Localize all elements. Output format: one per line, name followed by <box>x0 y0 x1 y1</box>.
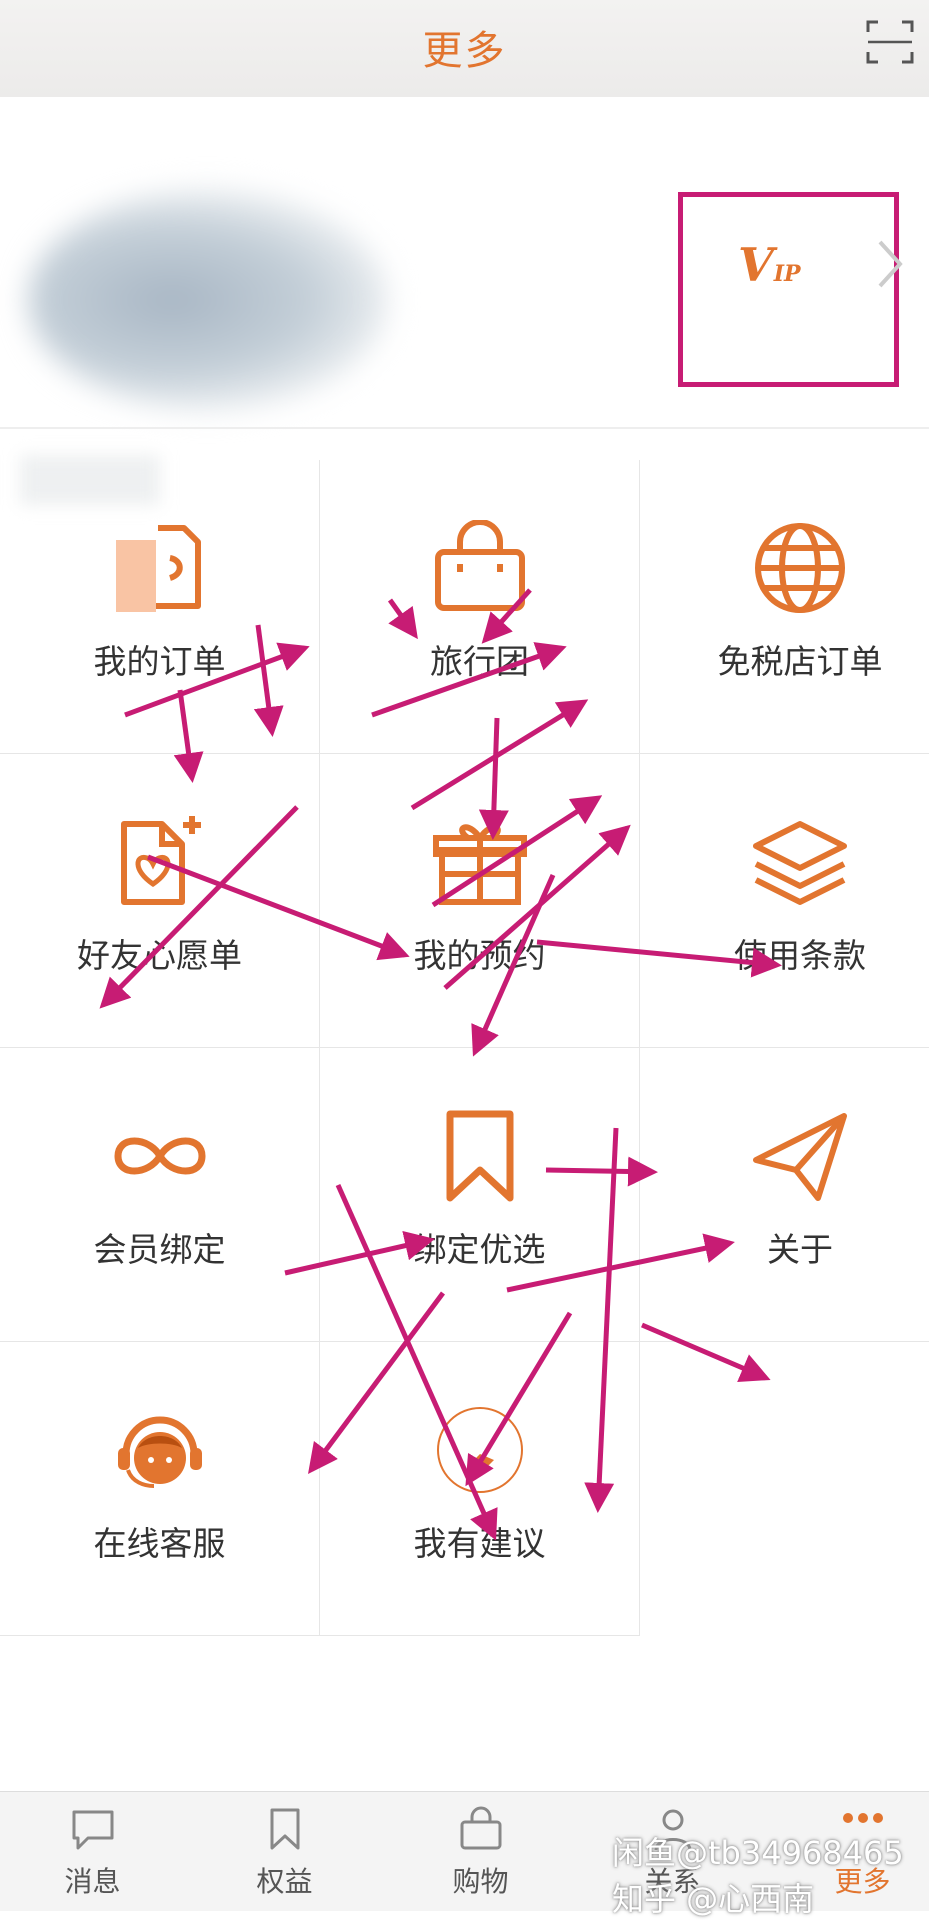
tab-label: 购物 <box>452 1865 509 1898</box>
person-icon <box>654 1809 692 1851</box>
grid-item-label: 我的订单 <box>93 642 226 681</box>
grid-item-terms-of-use[interactable]: 使用条款 <box>640 754 929 1048</box>
bookmark-icon <box>270 1808 300 1850</box>
grid-item-label: 免税店订单 <box>717 642 883 681</box>
feature-grid: 我的订单 旅行团 免税店订单 好友心愿单 <box>0 460 929 1636</box>
vip-highlight-box <box>678 192 899 387</box>
tab-relations[interactable]: 关系 <box>580 1792 765 1911</box>
grid-item-online-support[interactable]: 在线客服 <box>0 1342 320 1636</box>
grid-item-label: 会员绑定 <box>93 1230 226 1269</box>
avatar[interactable] <box>28 190 388 410</box>
grid-item-suggestions[interactable]: 我有建议 <box>320 1342 640 1636</box>
chevron-right-icon[interactable] <box>876 238 904 290</box>
grid-item-label: 使用条款 <box>734 936 866 975</box>
grid-item-label: 关于 <box>767 1230 833 1269</box>
infinity-icon <box>114 1137 206 1175</box>
bookmark-icon <box>446 1110 514 1202</box>
grid-item-label: 在线客服 <box>93 1524 226 1563</box>
top-bar: 更多 <box>0 0 929 98</box>
layers-icon <box>753 821 847 905</box>
bottom-tab-bar: 消息 权益 购物 关系 更多 <box>0 1791 929 1911</box>
tab-messages[interactable]: 消息 <box>0 1792 185 1911</box>
suggestion-icon <box>437 1407 523 1493</box>
more-dots-icon <box>843 1813 883 1823</box>
globe-icon <box>755 523 845 613</box>
headset-agent-icon <box>118 1416 202 1488</box>
grid-item-my-reservations[interactable]: 我的预约 <box>320 754 640 1048</box>
grid-item-about[interactable]: 关于 <box>640 1048 929 1342</box>
shopping-bag-icon <box>435 520 525 611</box>
grid-item-label: 我的预约 <box>413 936 546 975</box>
page-title: 更多 <box>422 28 507 74</box>
tab-label: 权益 <box>256 1865 313 1898</box>
section-divider <box>0 427 929 429</box>
grid-item-binding-selection[interactable]: 绑定优选 <box>320 1048 640 1342</box>
grid-item-label: 旅行团 <box>430 642 529 681</box>
grid-item-label: 绑定优选 <box>413 1230 546 1269</box>
tab-label: 关系 <box>644 1865 701 1898</box>
gift-box-icon <box>433 824 527 905</box>
tab-more[interactable]: 更多 <box>770 1792 929 1911</box>
grid-item-tour-group[interactable]: 旅行团 <box>320 460 640 754</box>
shopping-bag-icon <box>460 1806 502 1850</box>
vip-badge[interactable]: VIP <box>738 238 801 292</box>
tab-benefits[interactable]: 权益 <box>192 1792 377 1911</box>
user-name-redacted <box>20 455 160 505</box>
paper-plane-icon <box>753 1113 847 1201</box>
tab-shopping[interactable]: 购物 <box>388 1792 573 1911</box>
tab-label: 消息 <box>64 1865 121 1898</box>
chat-bubble-icon <box>72 1810 114 1850</box>
grid-item-duty-free-orders[interactable]: 免税店订单 <box>640 460 929 754</box>
watermark: 闲鱼@tb34968465 知乎 @心西南 <box>612 1834 904 1918</box>
scan-icon[interactable] <box>866 18 914 66</box>
order-doc-icon <box>116 525 201 612</box>
grid-item-label: 好友心愿单 <box>77 936 242 975</box>
grid-item-member-binding[interactable]: 会员绑定 <box>0 1048 320 1342</box>
wishlist-heart-doc-icon <box>121 816 201 905</box>
grid-item-friend-wishlist[interactable]: 好友心愿单 <box>0 754 320 1048</box>
grid-item-label: 我有建议 <box>413 1524 546 1563</box>
grid-item-my-orders[interactable]: 我的订单 <box>0 460 320 754</box>
tab-label: 更多 <box>834 1865 891 1898</box>
